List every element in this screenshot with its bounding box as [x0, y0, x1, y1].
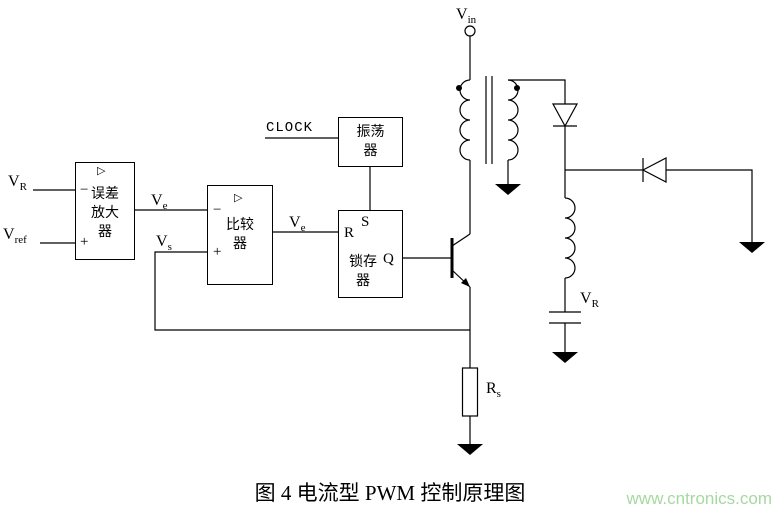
opamp-icon: ▷ [234, 192, 243, 204]
label-vr-input: VR [8, 173, 27, 193]
latch-block: S R Q 锁存 器 [338, 210, 403, 298]
wire-right-down [666, 169, 753, 242]
latch-label-line1: 锁存 [349, 254, 377, 270]
vin-terminal [464, 25, 476, 80]
label-vs-sub: s [167, 241, 172, 253]
npn-transistor [450, 233, 471, 288]
ground-rs [457, 444, 483, 455]
oscillator-label: 振荡 器 [339, 123, 402, 161]
comparator-label: 比较 器 [208, 216, 272, 254]
error-amplifier-block: ▷ − + 误差 放大 器 [75, 162, 135, 260]
label-ve-1-sub: e [162, 200, 168, 212]
label-vs: Vs [156, 233, 172, 253]
label-ve-1: Ve [151, 192, 168, 212]
label-vs-base: V [156, 233, 168, 250]
label-vref-base: V [3, 226, 15, 243]
oscillator-block: 振荡 器 [338, 117, 403, 167]
label-rs-sub: s [496, 388, 501, 400]
label-ve-2-base: V [289, 214, 301, 231]
plus-input-marker: + [213, 244, 222, 260]
label-vin: Vin [456, 6, 477, 26]
label-vr-output-sub: R [591, 298, 599, 310]
plus-input-marker: + [80, 234, 89, 250]
latch-s-pin: S [361, 214, 370, 230]
sense-resistor-body [461, 367, 479, 417]
label-rs-base: R [486, 380, 497, 397]
site-watermark: www.cntronics.com [626, 489, 772, 508]
transformer [456, 76, 520, 164]
comparator-label-line2: 器 [233, 236, 247, 252]
figure-caption: 图 4 电流型 PWM 控制原理图 [254, 481, 526, 505]
wire-secondary-top [508, 79, 566, 104]
latch-r-pin: R [344, 225, 355, 241]
label-vr-input-base: V [8, 173, 20, 190]
freewheel-diode-icon [641, 157, 667, 183]
label-vr-input-sub: R [19, 181, 27, 193]
ground-right [739, 242, 765, 253]
polarity-dot-secondary [514, 85, 520, 91]
ground-secondary [495, 184, 521, 195]
minus-input-marker: − [80, 182, 89, 198]
label-vref-sub: ref [14, 234, 27, 246]
transistor-emitter-arrow [461, 278, 470, 287]
label-clock: CLOCK [266, 120, 314, 136]
transistor-collector-lead [451, 233, 471, 247]
label-vin-base: V [456, 6, 468, 23]
label-rs: Rs [486, 380, 501, 400]
error-amplifier-label-line2: 放大 [91, 205, 119, 221]
label-ve-2: Ve [289, 214, 306, 234]
error-amplifier-label-line3: 器 [98, 224, 112, 240]
ground-output [552, 352, 578, 363]
polarity-dot-primary [456, 85, 462, 91]
oscillator-label-line2: 器 [363, 143, 378, 159]
rectifier-diode-icon [551, 103, 579, 128]
latch-q-pin: Q [383, 251, 394, 267]
comparator-label-line1: 比较 [226, 217, 254, 233]
output-inductor [564, 197, 576, 279]
latch-label-line2: 器 [356, 273, 370, 289]
wire-current-sense-feedback [154, 251, 470, 331]
core-lines [485, 76, 493, 164]
comparator-block: ▷ − + 比较 器 [207, 185, 273, 285]
label-vr-output-base: V [580, 290, 592, 307]
label-ve-2-sub: e [300, 222, 306, 234]
primary-coil [459, 79, 471, 161]
label-ve-1-base: V [151, 192, 163, 209]
oscillator-label-line1: 振荡 [356, 124, 385, 140]
label-vin-sub: in [467, 14, 477, 26]
output-capacitor [549, 311, 581, 324]
secondary-coil [507, 79, 519, 161]
error-amplifier-label-line1: 误差 [91, 186, 119, 202]
latch-label: 锁存 器 [345, 253, 381, 291]
label-vref: Vref [3, 226, 27, 246]
minus-input-marker: − [213, 202, 222, 218]
opamp-icon: ▷ [97, 165, 106, 177]
label-vr-output: VR [580, 290, 599, 310]
error-amplifier-label: 误差 放大 器 [76, 185, 134, 242]
